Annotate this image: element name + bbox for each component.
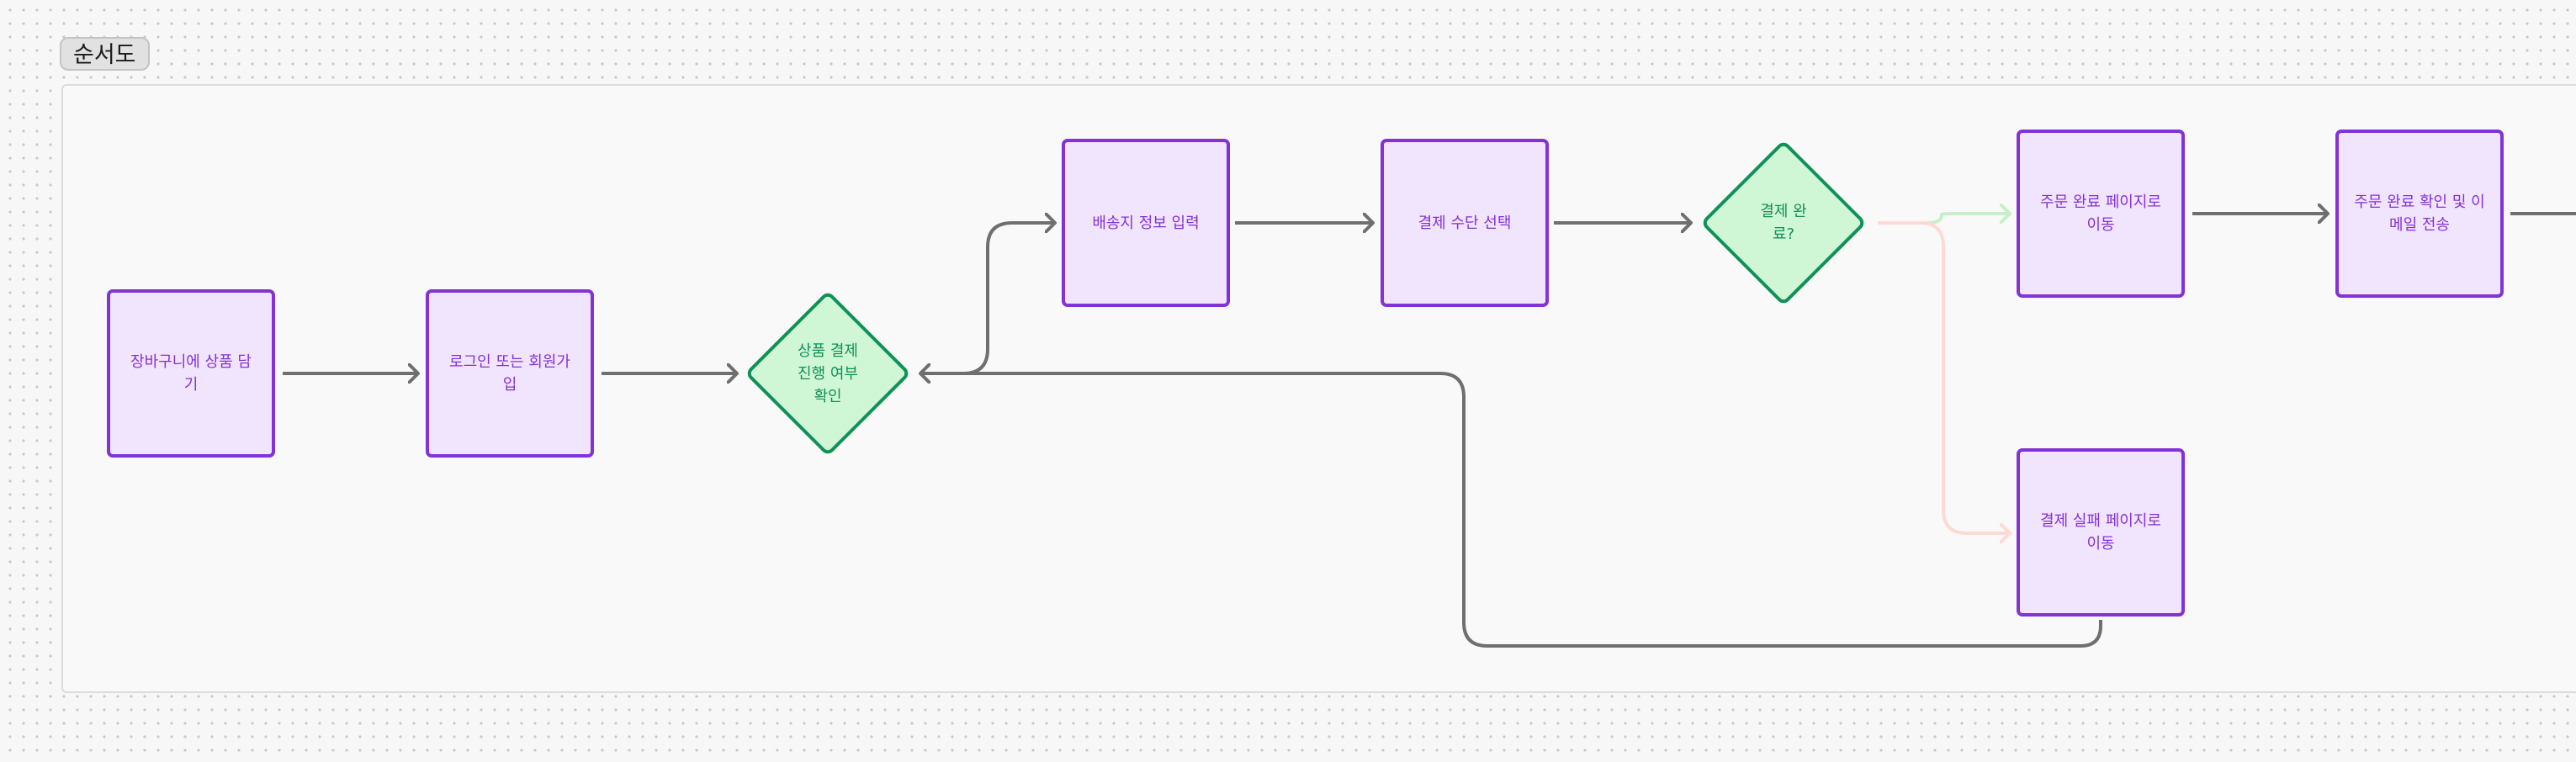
node-label: 결제 실패 페이지로 이동 — [2040, 512, 2161, 553]
process-node-payment-method[interactable]: 결제 수단 선택 — [1381, 139, 1549, 307]
edge-paid-no-to-failed — [1878, 221, 2010, 533]
edge-failed-to-check — [920, 373, 2102, 648]
edge-check-to-shipping — [920, 223, 1055, 375]
process-node-order-complete-page[interactable]: 주문 완료 페이지로 이동 — [2017, 130, 2185, 298]
node-label: 상품 결제 진행 여부 확인 — [798, 341, 858, 405]
decision-node-payment-complete[interactable]: 결제 완료? — [1699, 139, 1868, 307]
node-label: 장바구니에 상품 담기 — [130, 353, 252, 394]
process-node-payment-failed-page[interactable]: 결제 실패 페이지로 이동 — [2017, 448, 2185, 616]
node-label: 결제 완료? — [1760, 203, 1807, 243]
node-label: 결제 수단 선택 — [1418, 214, 1512, 232]
process-node-shipping-info[interactable]: 배송지 정보 입력 — [1062, 139, 1230, 307]
process-node-add-to-cart[interactable]: 장바구니에 상품 담기 — [107, 289, 275, 458]
process-node-confirm-email[interactable]: 주문 완료 확인 및 이메일 전송 — [2335, 130, 2504, 298]
edge-paid-yes-to-complete — [1878, 214, 2010, 225]
node-label: 배송지 정보 입력 — [1092, 214, 1200, 232]
node-label: 주문 완료 확인 및 이메일 전송 — [2354, 193, 2485, 234]
decision-node-proceed-check[interactable]: 상품 결제 진행 여부 확인 — [744, 289, 912, 458]
process-node-login-signup[interactable]: 로그인 또는 회원가입 — [426, 289, 594, 458]
node-label: 로그인 또는 회원가입 — [449, 353, 570, 394]
frame-title[interactable]: 순서도 — [60, 37, 150, 71]
node-label: 주문 완료 페이지로 이동 — [2040, 193, 2161, 234]
